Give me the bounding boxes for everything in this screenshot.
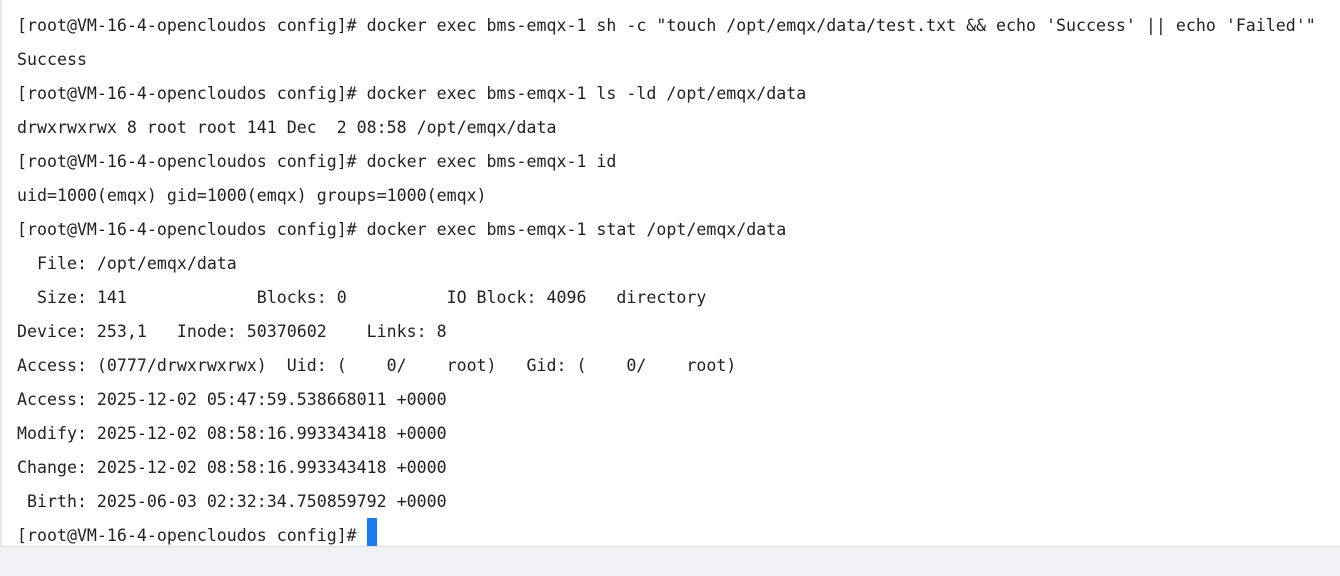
- terminal-cursor: [366, 518, 377, 546]
- terminal-line: [root@VM-16-4-opencloudos config]# docke…: [17, 84, 807, 103]
- terminal-line: Access: (0777/drwxrwxrwx) Uid: ( 0/ root…: [17, 356, 737, 375]
- left-border: [0, 0, 2, 546]
- terminal-output: [root@VM-16-4-opencloudos config]# docke…: [17, 9, 1316, 546]
- terminal-input-line[interactable]: [root@VM-16-4-opencloudos config]#: [17, 518, 1316, 546]
- terminal-line: drwxrwxrwx 8 root root 141 Dec 2 08:58 /…: [17, 118, 557, 137]
- terminal-window[interactable]: [root@VM-16-4-opencloudos config]# docke…: [2, 0, 1340, 546]
- terminal-line: uid=1000(emqx) gid=1000(emqx) groups=100…: [17, 186, 487, 205]
- terminal-line: Access: 2025-12-02 05:47:59.538668011 +0…: [17, 390, 447, 409]
- terminal-line: [root@VM-16-4-opencloudos config]# docke…: [17, 220, 787, 239]
- terminal-line: Device: 253,1 Inode: 50370602 Links: 8: [17, 322, 447, 341]
- terminal-line: [root@VM-16-4-opencloudos config]# docke…: [17, 152, 617, 171]
- terminal-line: Birth: 2025-06-03 02:32:34.750859792 +00…: [17, 492, 447, 511]
- terminal-line: [root@VM-16-4-opencloudos config]# docke…: [17, 16, 1316, 35]
- terminal-line: Success: [17, 50, 87, 69]
- terminal-line: Modify: 2025-12-02 08:58:16.993343418 +0…: [17, 424, 447, 443]
- bottom-bar: [0, 546, 1340, 576]
- terminal-line: Size: 141 Blocks: 0 IO Block: 4096 direc…: [17, 288, 707, 307]
- terminal-line: File: /opt/emqx/data: [17, 254, 237, 273]
- terminal-line: Change: 2025-12-02 08:58:16.993343418 +0…: [17, 458, 447, 477]
- terminal-prompt: [root@VM-16-4-opencloudos config]#: [17, 526, 357, 545]
